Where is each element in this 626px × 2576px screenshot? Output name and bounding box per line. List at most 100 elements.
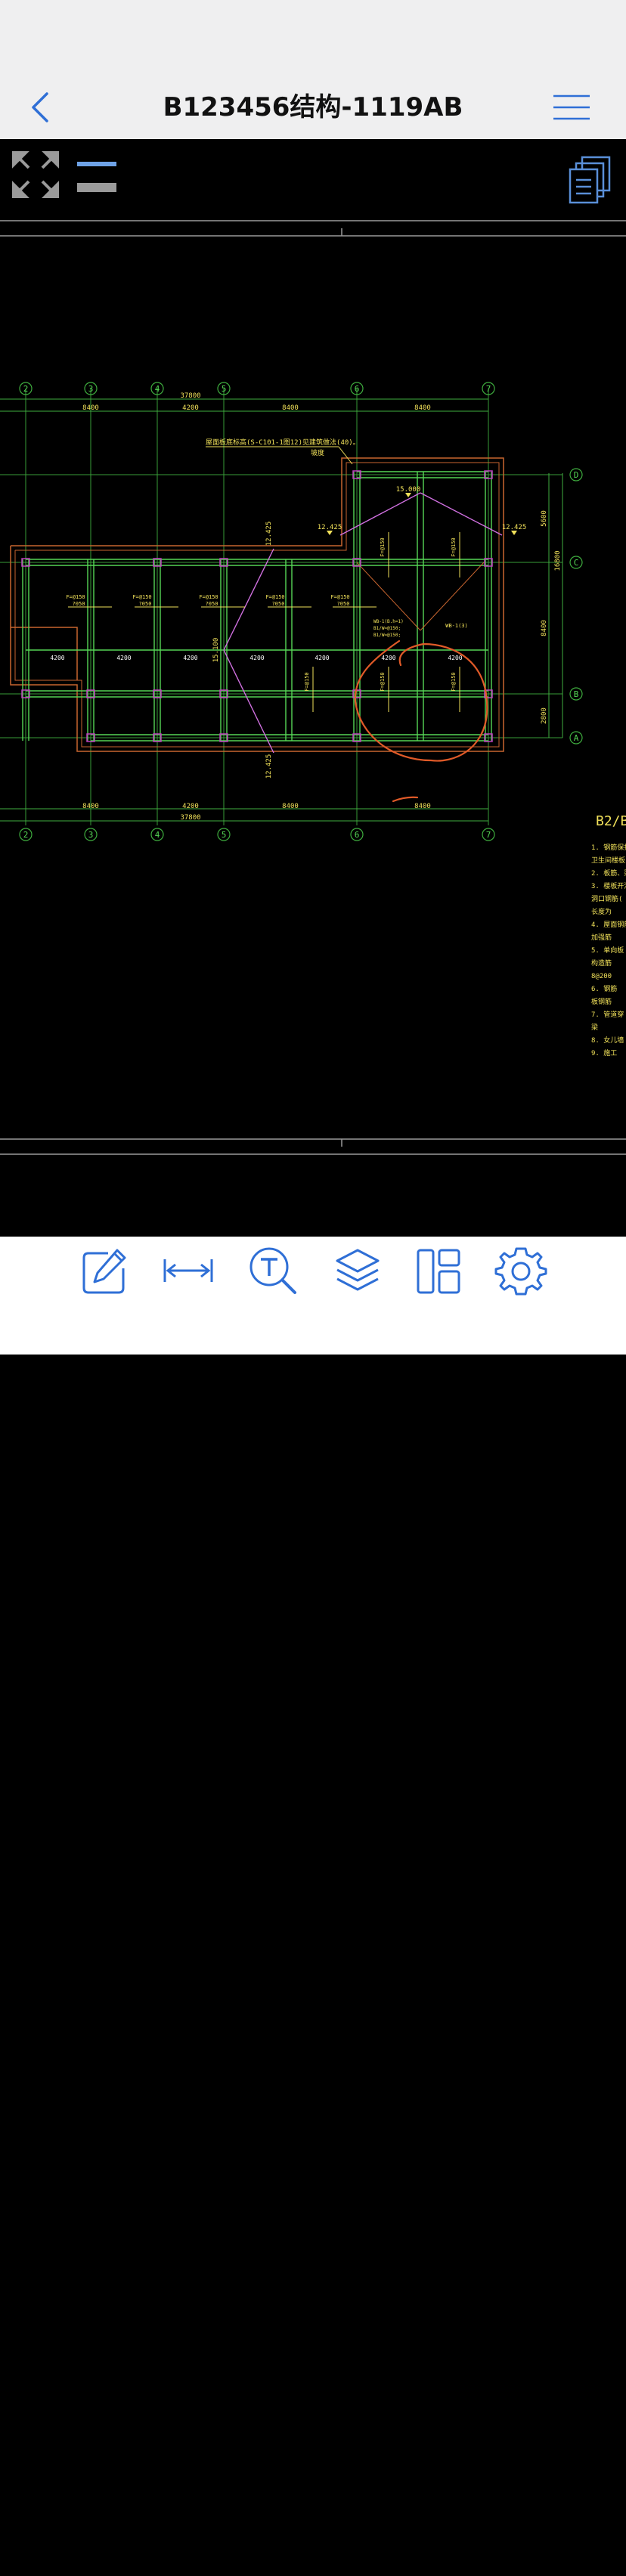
axis-label: 2 (23, 830, 29, 840)
markup-circle (354, 639, 488, 803)
elevation-marker (405, 493, 411, 497)
dim-span-bottom: 8400 (82, 803, 99, 810)
layers-button[interactable] (331, 1244, 384, 1297)
column-marker (21, 689, 30, 698)
axis-circle (150, 828, 164, 841)
slab-tag: F=@150 (330, 594, 349, 600)
notes-line: 2. 板筋、梁、 (591, 868, 626, 878)
sheets-button[interactable] (569, 156, 611, 204)
page-title: B123456结构-1119AB (163, 92, 463, 122)
slab-tag: F=@150 (199, 594, 218, 600)
axis-circle (150, 382, 164, 395)
dim-inner: 4200 (381, 655, 395, 661)
column-marker (153, 689, 162, 698)
notes-line: 6. 钢筋 (591, 984, 617, 993)
axis-bubble: 3 (84, 382, 98, 395)
axis-bubble: 5 (217, 382, 231, 395)
column-marker (219, 689, 228, 698)
axis-circle (217, 828, 231, 841)
elevation-marker (511, 531, 517, 535)
axis-bubble: A (569, 731, 583, 745)
annotate-button[interactable] (78, 1244, 131, 1297)
navigation-bar: B123456结构-1119AB (0, 76, 626, 139)
axis-circle (84, 382, 98, 395)
axis-label: 3 (88, 830, 94, 840)
axis-bubble: 3 (84, 828, 98, 841)
dim-right-overall: 16800 (554, 550, 562, 571)
status-bar-area (0, 0, 626, 76)
notes-line: 板钢筋 (591, 997, 612, 1006)
roof-note: 屋面板底标高(S-C101-1图12)见建筑做法(40)。 (206, 438, 360, 447)
dimension-arrows-icon (163, 1259, 213, 1282)
column-marker (219, 558, 228, 567)
beam-note: B1/W=@150; (373, 626, 401, 631)
settings-button[interactable] (494, 1244, 547, 1297)
axis-bubble: 4 (150, 828, 164, 841)
wall-outline (10, 457, 504, 752)
beam-note-2: WB-1(3) (445, 623, 468, 629)
beam-note: B1/W=@150; (373, 633, 401, 638)
dim-right: 5600 (541, 510, 548, 527)
axis-circle (569, 687, 583, 701)
back-button[interactable] (23, 86, 65, 128)
dim-overall-bottom: 37800 (180, 814, 200, 822)
elevation-tag: 15.100 (212, 638, 220, 663)
elevation-tag: 15.000 (396, 486, 421, 494)
notes-line: 洞口钢筋( (591, 894, 622, 903)
menu-button[interactable] (550, 89, 593, 125)
beams (22, 471, 492, 742)
elevation-tag: 12.425 (265, 522, 273, 546)
notes-title: B2/B (596, 813, 626, 829)
hip-lines (356, 562, 485, 631)
axis-label: B (574, 689, 579, 699)
line-weight-button[interactable] (77, 162, 116, 192)
axis-label: 7 (486, 384, 491, 394)
column-marker (484, 689, 493, 698)
bottom-toolbar (0, 1237, 626, 2576)
column-marker (352, 470, 361, 479)
dim-span-bottom: 4200 (182, 803, 199, 810)
fullscreen-button[interactable] (12, 151, 59, 198)
notes-line: 构造筋 (591, 958, 612, 968)
column-marker (484, 733, 493, 742)
axis-bubble: 4 (150, 382, 164, 395)
column-marker (352, 733, 361, 742)
slab-sub: ?050 (139, 601, 152, 607)
slab-sub: ?050 (272, 601, 285, 607)
dim-right: 8400 (541, 620, 548, 636)
axis-bubble: D (569, 468, 583, 481)
slab-sub: ?050 (206, 601, 218, 607)
layout-button[interactable] (412, 1244, 465, 1297)
dim-inner: 4200 (183, 655, 197, 661)
column-marker (21, 558, 30, 567)
drawing-frame (0, 220, 626, 1155)
axis-circle (217, 382, 231, 395)
elevation-tag: 12.425 (265, 754, 273, 779)
axis-label: 7 (486, 830, 491, 840)
axis-label: 5 (222, 384, 227, 394)
dim-span-bottom: 8400 (414, 803, 431, 810)
leader-line (338, 446, 353, 465)
dim-span-top: 4200 (182, 404, 199, 412)
hamburger-menu-icon (553, 94, 590, 120)
text-search-button[interactable] (246, 1244, 299, 1297)
text-search-icon (249, 1247, 296, 1294)
axis-label: A (574, 733, 579, 743)
axis-label: C (574, 558, 579, 568)
notes-line: 1. 钢筋保护层 (591, 843, 626, 852)
measure-button[interactable] (162, 1244, 215, 1297)
slab-tag-vertical: F=@150 (380, 537, 386, 556)
elevation-tag: 12.425 (318, 524, 342, 531)
notes-line: 4. 屋面钢筋 (591, 920, 626, 929)
axis-label: 3 (88, 384, 94, 394)
axis-circle (482, 828, 495, 841)
roof-note-sub: 坡度 (311, 448, 324, 457)
layout-icon (417, 1249, 460, 1294)
axis-circle (19, 382, 33, 395)
notes-line: 加强筋 (591, 933, 612, 942)
slab-tag-vertical: F=@150 (304, 672, 310, 691)
